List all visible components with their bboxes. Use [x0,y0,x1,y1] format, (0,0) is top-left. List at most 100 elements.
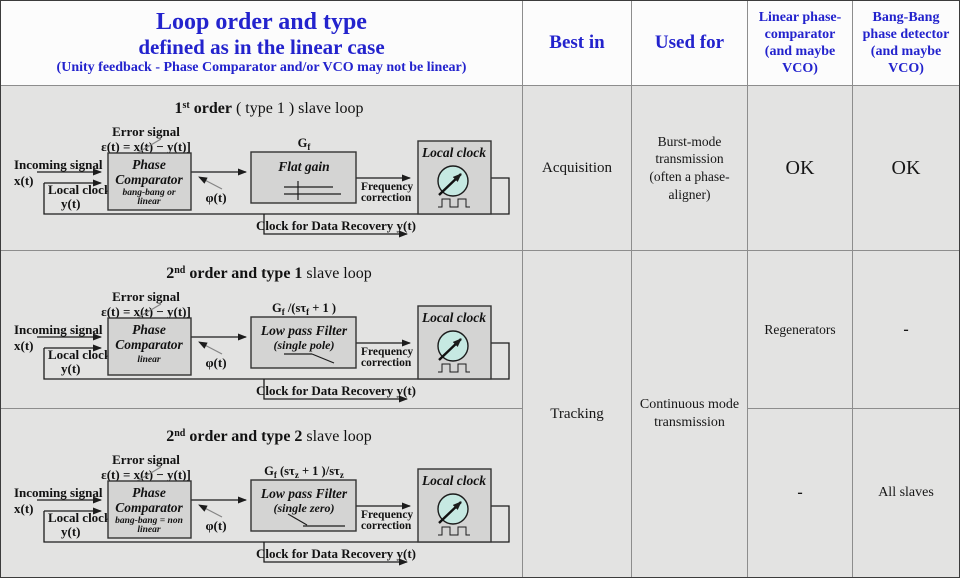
phase-comparator-subtitle1: bang-bang or [122,188,175,198]
low-pass-filter-subtitle: (single pole) [274,338,335,352]
error-signal-label: Error signal [112,452,180,467]
table-title-cell: Loop order and type defined as in the li… [1,1,523,86]
cell-bangbang-dash: - [853,251,959,409]
best-in-acquisition-text: Acquisition [542,159,612,176]
vco-arrow-icon [438,173,462,196]
incoming-signal-label: Incoming signal [14,157,103,172]
square-wave-icon [438,526,470,536]
phase-comparator-subtitle2: linear [137,197,161,207]
linear-ok-text: OK [785,156,815,179]
local-clock-feedback-label: Local clock [48,182,112,197]
phase-comparator-title1: Phase [132,157,166,172]
used-for-continuous-text: Continuous mode transmission [639,396,740,430]
error-signal-formula: ε(t) = x(t) − y(t)] [101,467,191,482]
phi-label: φ(t) [205,518,226,533]
column-header-bang-bang: Bang-Bang phase detector (and maybe VCO) [853,1,959,86]
diagram-cell-2nd-order-type2: 2nd order and type 2 slave loop Error si… [1,409,523,577]
phase-comparator-subtitle1: bang-bang = non [115,516,183,526]
phase-comparator-title2: Comparator [115,500,183,515]
local-clock-box-title: Local clock [421,145,486,160]
signal-wires [37,333,510,403]
gain-formula: Gf (sτz + 1 )/sτz [264,464,344,480]
table-title-line1: Loop order and type [156,8,367,35]
incoming-signal-symbol: x(t) [14,173,34,188]
column-header-best-in: Best in [523,1,632,86]
incoming-signal-symbol: x(t) [14,501,34,516]
phi-pointer-arrow [198,504,223,518]
cell-linear-ok: OK [748,86,853,251]
clock-recovery-label: Clock for Data Recovery y(t) [256,546,416,561]
clock-recovery-label: Clock for Data Recovery y(t) [256,218,416,233]
single-zero-response-icon [287,513,345,527]
gain-formula: Gf /(sτf + 1 ) [272,301,336,317]
flat-gain-title: Flat gain [277,159,329,174]
cell-bangbang-all-slaves: All slaves [853,409,959,577]
vco-arrow-icon [438,338,462,361]
loop-diagram-2nd-order-type1: 2nd order and type 1 slave loop Error si… [14,265,510,403]
cell-linear-dash: - [748,409,853,577]
frequency-correction-label2: correction [361,357,412,369]
table-title-line3: (Unity feedback - Phase Comparator and/o… [56,60,467,76]
diagram-cell-1st-order: 1st order ( type 1 ) slave loop Error si… [1,86,523,251]
phase-comparator-box [107,317,192,376]
loop-diagram-1st-order: 1st order ( type 1 ) slave loop Error si… [14,100,510,238]
gain-formula: Gf [298,136,312,152]
frequency-correction-label1: Frequency [361,509,413,521]
clock-recovery-label: Clock for Data Recovery y(t) [256,383,416,398]
low-pass-filter-subtitle: (single zero) [274,501,335,515]
phase-comparator-subtitle1: linear [137,355,161,365]
used-for-burst-text: Burst-mode transmission (often a phase-a… [649,133,730,202]
bangbang-dash-text: - [903,320,909,338]
signal-wires [37,168,510,238]
cell-bangbang-ok: OK [853,86,959,251]
diagram-group: 2nd order and type 2 slave loop Error si… [14,428,510,566]
bangbang-all-slaves-text: All slaves [878,484,934,500]
column-header-linear-phase: Linear phase-comparator (and maybe VCO) [748,1,853,86]
low-pass-filter-box [250,316,357,369]
cell-linear-regenerators: Regenerators [748,251,853,409]
local-clock-feedback-symbol: y(t) [61,524,81,539]
local-clock-box [417,140,492,215]
local-clock-feedback-label: Local clock [48,510,112,525]
phase-comparator-title2: Comparator [115,337,183,352]
row-title-2nd-order-type2: 2nd order and type 2 slave loop [166,428,372,445]
row-title-1st-order: 1st order ( type 1 ) slave loop [175,100,364,117]
error-signal-label: Error signal [112,124,180,139]
phase-comparator-box [107,480,192,539]
best-in-tracking-text: Tracking [550,405,604,422]
phase-comparator-subtitle2: linear [137,525,161,535]
cell-best-in-acquisition: Acquisition [523,86,632,251]
loop-diagram-2nd-order-type2: 2nd order and type 2 slave loop Error si… [14,428,510,566]
phi-pointer-arrow [198,341,223,355]
cell-used-for-continuous: Continuous mode transmission [632,251,748,577]
bangbang-ok-text: OK [891,156,921,179]
low-pass-filter-title: Low pass Filter [260,486,348,501]
low-pass-filter-title: Low pass Filter [260,323,348,338]
incoming-signal-label: Incoming signal [14,322,103,337]
phi-label: φ(t) [205,190,226,205]
row-title-2nd-order-type1: 2nd order and type 1 slave loop [166,265,372,282]
local-clock-box-title: Local clock [421,473,486,488]
error-signal-formula: ε(t) = x(t) − y(t)] [101,139,191,154]
frequency-correction-label2: correction [361,192,412,204]
signal-wires [37,496,510,566]
column-header-used-for: Used for [632,1,748,86]
column-header-best-in-label: Best in [549,32,605,53]
phi-pointer-arrow [198,176,223,190]
linear-dash-text: - [797,484,803,501]
error-signal-formula: ε(t) = x(t) − y(t)] [101,304,191,319]
column-header-used-for-label: Used for [654,32,725,53]
square-wave-icon [438,198,470,208]
vco-arrow-icon [438,501,462,524]
incoming-signal-label: Incoming signal [14,485,103,500]
phi-label: φ(t) [205,355,226,370]
phase-comparator-box [107,152,192,211]
linear-regenerators-text: Regenerators [764,321,836,337]
cell-used-for-burst: Burst-mode transmission (often a phase-a… [632,86,748,251]
diagram-cell-2nd-order-type1: 2nd order and type 1 slave loop Error si… [1,251,523,409]
frequency-correction-label1: Frequency [361,181,413,193]
column-header-linear-phase-label: Linear phase-comparator (and maybe VCO) [758,9,842,77]
local-clock-box-title: Local clock [421,310,486,325]
local-clock-feedback-symbol: y(t) [61,196,81,211]
